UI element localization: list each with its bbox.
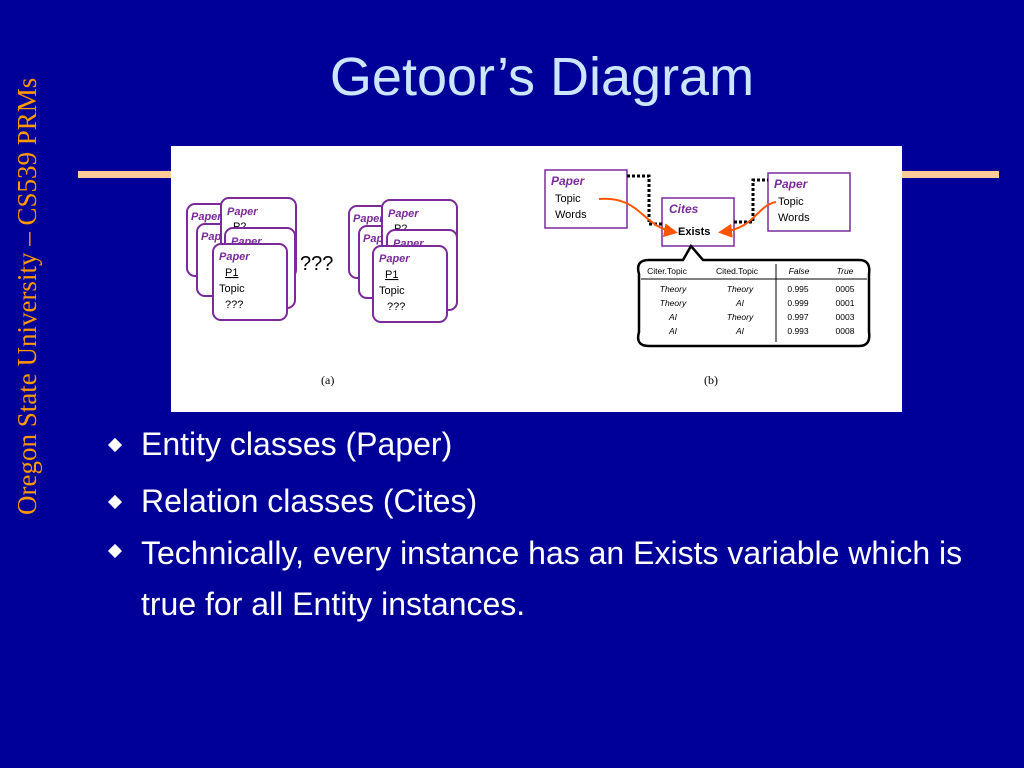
cpt-callout — [636, 243, 871, 348]
caption-b: (b) — [704, 373, 718, 387]
cpt-header: False — [789, 266, 810, 276]
bullet-text: Entity classes (Paper) — [141, 426, 453, 462]
card-value: ??? — [387, 301, 405, 313]
card-title: Paper — [379, 253, 410, 265]
bullet-text: Relation classes (Cites) — [141, 483, 478, 519]
paper-box-attr: Words — [778, 212, 810, 224]
cpt-cell: 0.997 — [787, 312, 809, 322]
cpt-cell: 0003 — [836, 312, 855, 322]
cpt-cell: AI — [735, 298, 745, 308]
diamond-bullet-icon — [107, 494, 123, 510]
bullet-list: Entity classes (Paper) Relation classes … — [107, 422, 990, 642]
getoor-diagram: Paper Paper Paper P2 Paper Paper P1 Topi… — [171, 146, 902, 412]
caption-a: (a) — [321, 373, 334, 387]
cpt-cell: Theory — [660, 284, 687, 294]
paper-box-right — [767, 172, 851, 232]
bullet-item: Relation classes (Cites) — [107, 479, 990, 524]
cpt-header: Citer.Topic — [647, 266, 687, 276]
paper-box-attr: Topic — [778, 196, 804, 208]
side-label: Oregon State University – CS539 PRMs — [12, 77, 42, 515]
ref-link-right — [734, 178, 768, 224]
cpt-cell: AI — [735, 326, 745, 336]
diamond-bullet-icon — [107, 437, 123, 453]
dep-arrow-left — [598, 197, 678, 238]
card-title: Paper — [353, 213, 384, 225]
cpt-cell: 0005 — [836, 284, 855, 294]
cpt-cell: AI — [668, 312, 678, 322]
card-title: Paper — [388, 208, 419, 220]
dep-arrow-right — [718, 201, 777, 238]
panel-a-right-stack: Paper Paper Paper P2 Paper Paper P1 Topi… — [348, 199, 458, 323]
card-id: P1 — [225, 267, 238, 279]
cpt-table: Citer.Topic Cited.Topic False True Theor… — [647, 266, 855, 336]
card-attr: Topic — [219, 283, 245, 295]
panel-a-left-stack: Paper Paper Paper P2 Paper Paper P1 Topi… — [186, 197, 297, 321]
card-id: P1 — [385, 269, 398, 281]
card-attr: Topic — [379, 285, 405, 297]
cpt-cell: Theory — [727, 284, 754, 294]
cpt-cell: 0008 — [836, 326, 855, 336]
cites-box-attr: Exists — [678, 226, 710, 238]
cpt-cell: Theory — [727, 312, 754, 322]
paper-box-title: Paper — [551, 174, 586, 188]
diagram-svg: Paper Paper Paper P2 Paper Paper P1 Topi… — [186, 169, 871, 387]
paper-box-attr: Topic — [555, 193, 581, 205]
cpt-header: Cited.Topic — [716, 266, 759, 276]
paper-box-title: Paper — [774, 177, 809, 191]
slide-title: Getoor’s Diagram — [329, 47, 755, 107]
paper-box-attr: Words — [555, 209, 587, 221]
card-title: Paper — [219, 251, 250, 263]
cites-box-title: Cites — [669, 202, 699, 216]
bullet-text: Technically, every instance has an Exist… — [141, 535, 963, 622]
card-title: Paper — [191, 211, 222, 223]
cpt-cell: AI — [668, 326, 678, 336]
cpt-cell: 0001 — [836, 298, 855, 308]
cites-box — [661, 197, 735, 247]
question-marks: ??? — [300, 253, 333, 275]
diamond-bullet-icon — [107, 543, 123, 559]
panel-b: Paper Topic Words Cites Exists Paper Top… — [544, 169, 871, 387]
bullet-item: Entity classes (Paper) — [107, 422, 990, 467]
card-value: ??? — [225, 299, 243, 311]
cpt-cell: 0.995 — [787, 284, 809, 294]
cpt-cell: 0.993 — [787, 326, 809, 336]
cpt-header: True — [837, 266, 854, 276]
cpt-cell: Theory — [660, 298, 687, 308]
card-title: Paper — [227, 206, 258, 218]
bullet-item: Technically, every instance has an Exist… — [107, 528, 990, 630]
cpt-cell: 0.999 — [787, 298, 809, 308]
